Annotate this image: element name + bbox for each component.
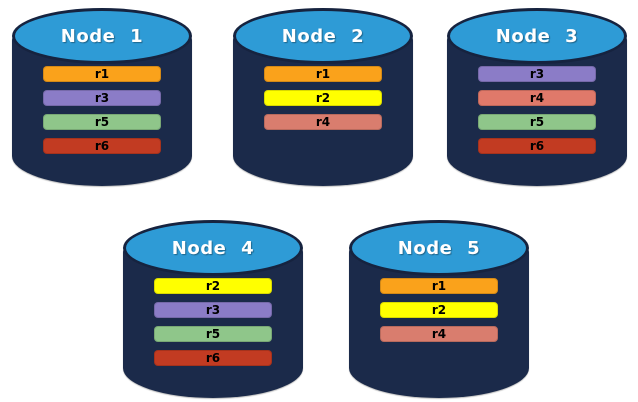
replica-label: r1 xyxy=(94,67,110,81)
replica-bar: r3 xyxy=(154,302,272,318)
replica-bar: r6 xyxy=(154,350,272,366)
node-title: Node 1 xyxy=(60,25,144,47)
replica-bar: r4 xyxy=(478,90,596,106)
replica-label: r5 xyxy=(205,327,221,341)
replica-label: r2 xyxy=(205,279,221,293)
replica-bar: r2 xyxy=(380,302,498,318)
replica-label: r1 xyxy=(315,67,331,81)
cylinder-top: Node 3 xyxy=(447,8,627,64)
node-title: Node 3 xyxy=(495,25,579,47)
node-title: Node 2 xyxy=(281,25,365,47)
replica-label: r6 xyxy=(94,139,110,153)
replica-bar: r5 xyxy=(478,114,596,130)
replica-bar-stack: r1 r2 r4 xyxy=(233,66,413,130)
replica-label: r3 xyxy=(529,67,545,81)
replica-bar: r1 xyxy=(264,66,382,82)
cylinder-top: Node 1 xyxy=(12,8,192,64)
replica-label: r3 xyxy=(94,91,110,105)
replica-bar-stack: r3 r4 r5 r6 xyxy=(447,66,627,154)
replica-bar-stack: r1 r2 r4 xyxy=(349,278,529,342)
replica-label: r5 xyxy=(94,115,110,129)
replica-bar: r3 xyxy=(43,90,161,106)
replica-bar-stack: r2 r3 r5 r6 xyxy=(123,278,303,366)
node-4-cylinder: Node 4 r2 r3 r5 r6 xyxy=(123,220,303,398)
node-title: Node 4 xyxy=(171,237,255,259)
replica-label: r4 xyxy=(529,91,545,105)
node-2-cylinder: Node 2 r1 r2 r4 xyxy=(233,8,413,186)
replica-label: r1 xyxy=(431,279,447,293)
node-1-cylinder: Node 1 r1 r3 r5 r6 xyxy=(12,8,192,186)
replica-label: r2 xyxy=(431,303,447,317)
cylinder-top: Node 2 xyxy=(233,8,413,64)
replica-bar: r4 xyxy=(264,114,382,130)
replica-label: r4 xyxy=(431,327,447,341)
replica-bar: r2 xyxy=(154,278,272,294)
replica-bar: r2 xyxy=(264,90,382,106)
replica-bar: r5 xyxy=(154,326,272,342)
replica-label: r6 xyxy=(205,351,221,365)
replica-bar: r3 xyxy=(478,66,596,82)
replica-bar: r4 xyxy=(380,326,498,342)
cylinder-top: Node 5 xyxy=(349,220,529,276)
replica-bar: r6 xyxy=(43,138,161,154)
replica-label: r3 xyxy=(205,303,221,317)
cylinder-top: Node 4 xyxy=(123,220,303,276)
replica-bar-stack: r1 r3 r5 r6 xyxy=(12,66,192,154)
node-3-cylinder: Node 3 r3 r4 r5 r6 xyxy=(447,8,627,186)
replica-bar: r5 xyxy=(43,114,161,130)
replica-bar: r1 xyxy=(43,66,161,82)
replica-label: r5 xyxy=(529,115,545,129)
replica-label: r6 xyxy=(529,139,545,153)
replica-label: r2 xyxy=(315,91,331,105)
node-5-cylinder: Node 5 r1 r2 r4 xyxy=(349,220,529,398)
replica-bar: r6 xyxy=(478,138,596,154)
replica-label: r4 xyxy=(315,115,331,129)
replica-bar: r1 xyxy=(380,278,498,294)
node-title: Node 5 xyxy=(397,237,481,259)
